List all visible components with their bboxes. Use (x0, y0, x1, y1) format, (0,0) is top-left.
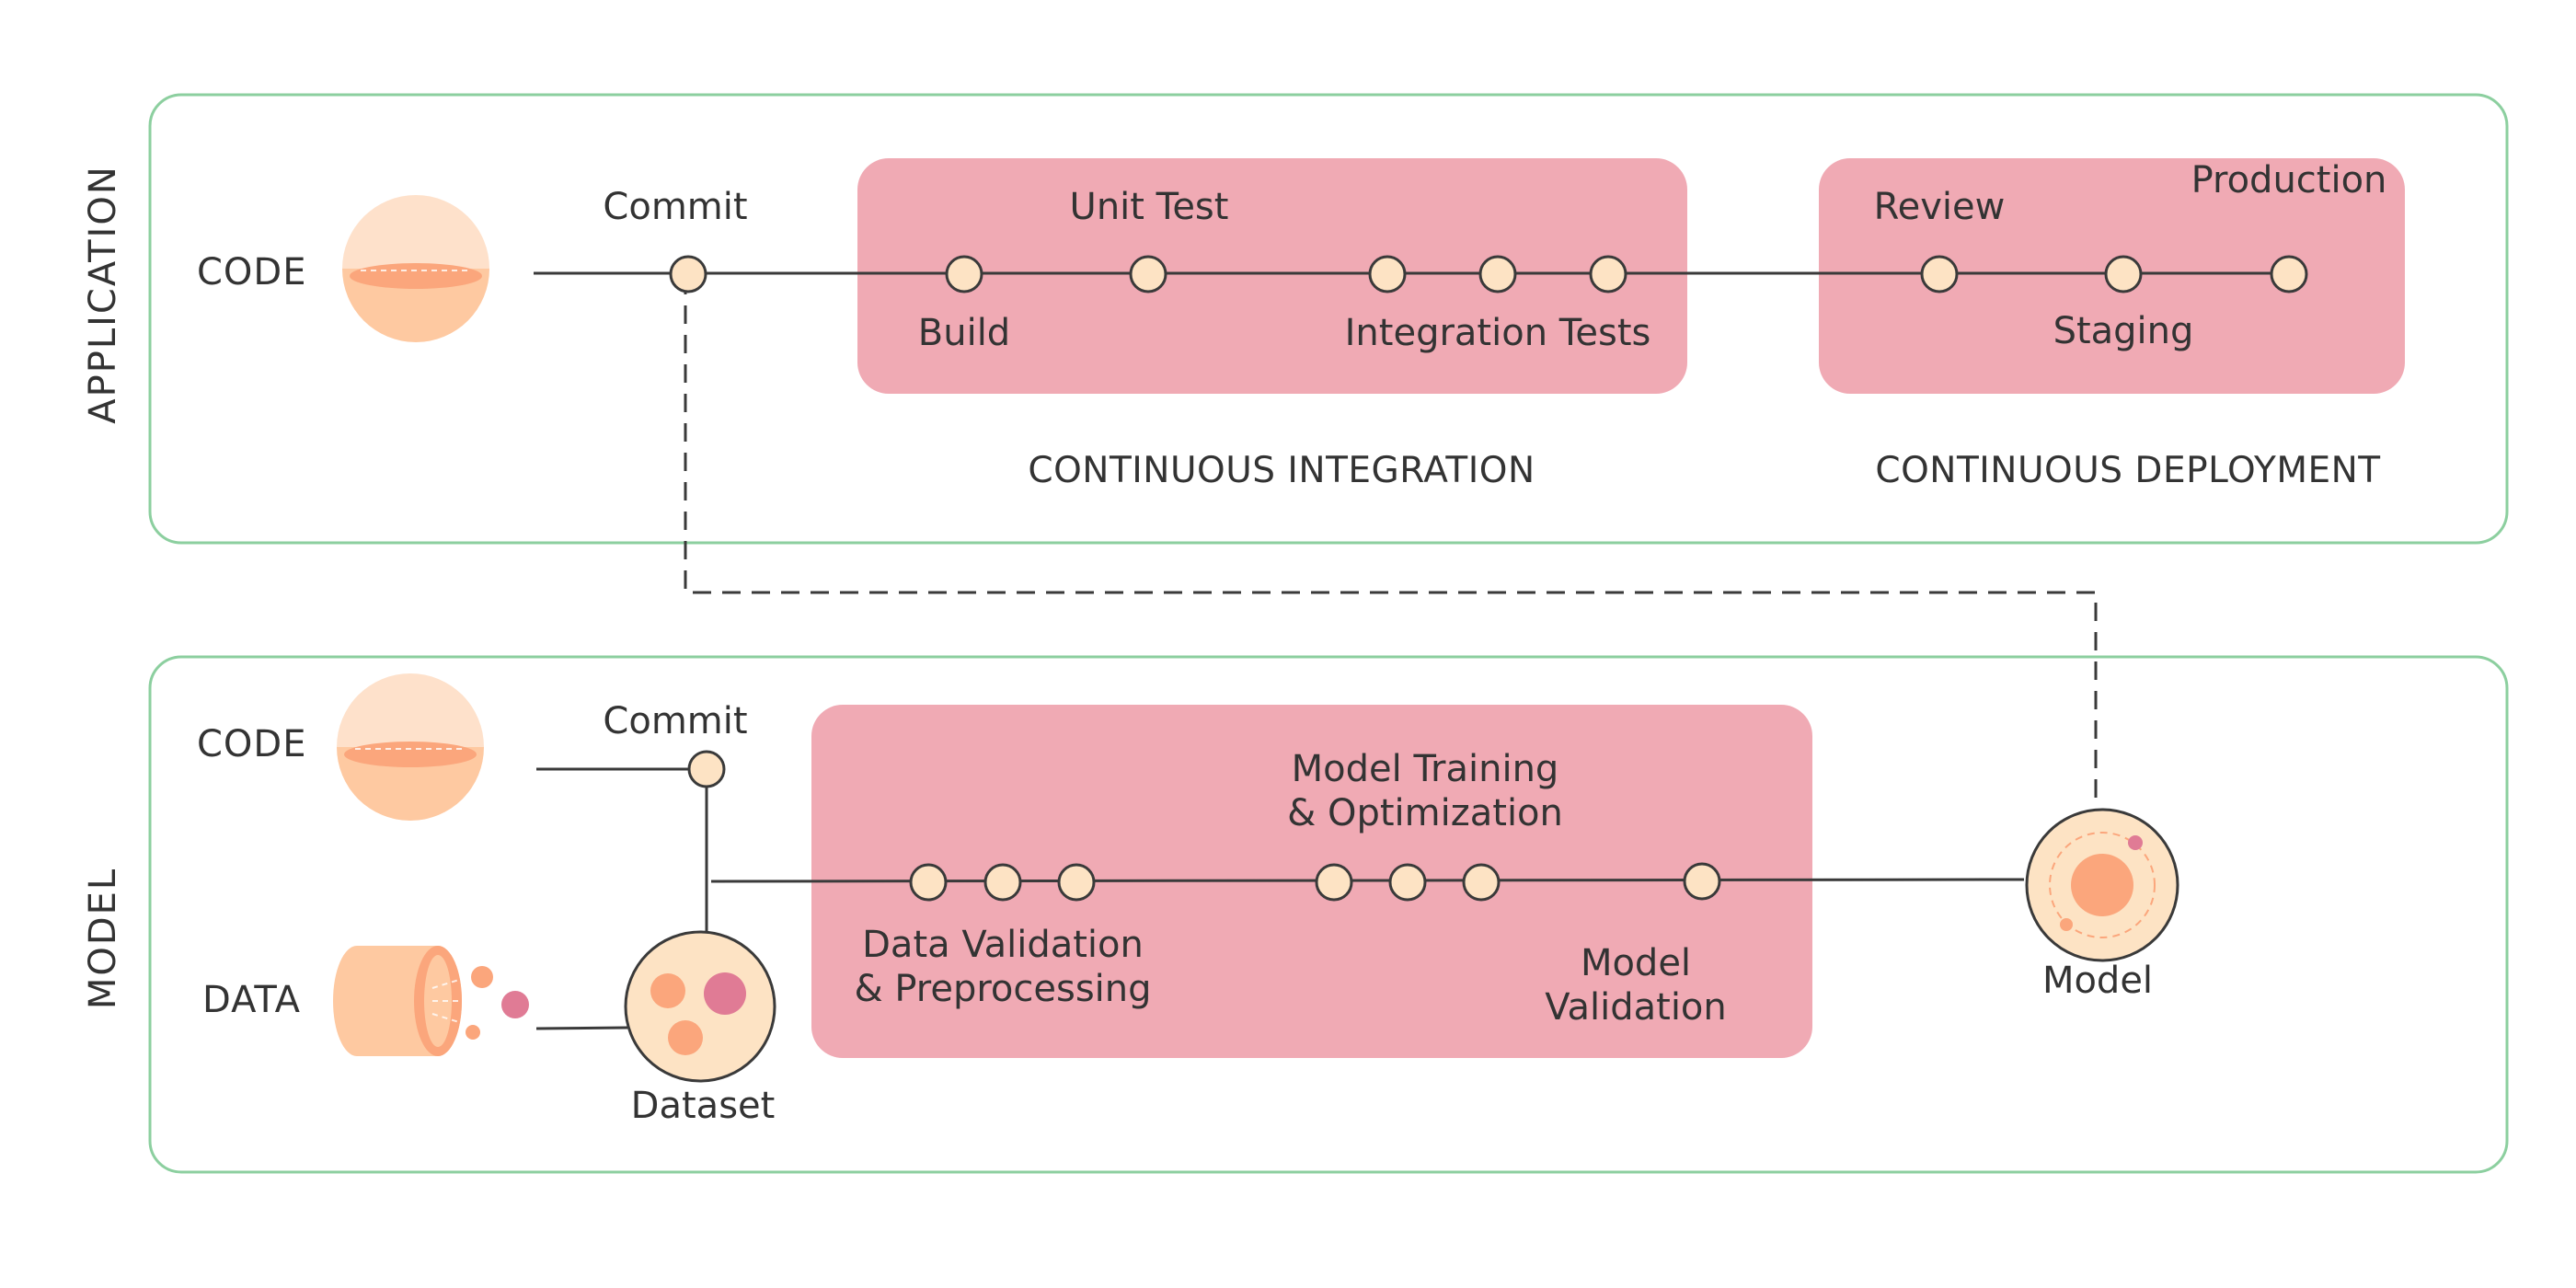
data-cylinder-icon (333, 946, 529, 1056)
data-validation-label: Data Validation & Preprocessing (854, 924, 1152, 1010)
model-stage-node-8 (1683, 862, 1721, 901)
model-icon (2025, 808, 2179, 962)
model-code-label: CODE (197, 723, 307, 765)
application-stage-node-6 (1589, 255, 1627, 293)
model-stage-node-4 (1057, 863, 1096, 902)
application-panel (148, 93, 2509, 545)
ci-stage-box (857, 158, 1687, 394)
model-stage-node-5 (1315, 863, 1353, 902)
application-section-label: APPLICATION (82, 165, 124, 424)
model-section-label: MODEL (82, 867, 124, 1010)
code-hemisphere-icon (342, 195, 489, 342)
build-label: Build (917, 312, 1011, 354)
model-stage-node-2 (909, 863, 948, 902)
application-stage-node-1 (669, 255, 707, 293)
model-stage-node-7 (1462, 863, 1501, 902)
model-stage-nodes (687, 750, 1721, 902)
model-training-label: Model Training & Optimization (1287, 748, 1563, 834)
application-stage-node-3 (1129, 255, 1167, 293)
production-label: Production (2191, 159, 2387, 201)
model-pipeline-line (710, 878, 2025, 883)
application-stage-node-7 (1920, 255, 1959, 293)
application-stage-node-9 (2270, 255, 2308, 293)
application-stage-node-5 (1478, 255, 1517, 293)
model-panel (148, 655, 2509, 1174)
application-commit-label: Commit (603, 186, 748, 228)
continuous-integration-caption: CONTINUOUS INTEGRATION (1028, 450, 1535, 491)
model-code-hemisphere-icon (337, 673, 484, 821)
model-commit-label: Commit (603, 700, 748, 742)
continuous-deployment-caption: CONTINUOUS DEPLOYMENT (1875, 450, 2381, 491)
dataset-label: Dataset (630, 1085, 776, 1127)
model-stage-node-3 (983, 863, 1022, 902)
application-stage-node-2 (945, 255, 983, 293)
model-stage-node-6 (1388, 863, 1427, 902)
model-stage-node-1 (687, 750, 726, 788)
review-label: Review (1873, 186, 2006, 228)
application-stage-node-8 (2104, 255, 2143, 293)
data-label: DATA (202, 979, 302, 1021)
application-stage-node-4 (1368, 255, 1407, 293)
unit-test-label: Unit Test (1069, 186, 1229, 228)
application-code-label: CODE (197, 251, 307, 293)
model-validation-label: Model Validation (1545, 942, 1727, 1029)
integration-tests-label: Integration Tests (1344, 312, 1651, 354)
model-output-label: Model (2041, 960, 2154, 1002)
dataset-icon (624, 930, 776, 1083)
model-data-line (535, 1026, 628, 1030)
application-stage-nodes (669, 255, 2308, 293)
commit-to-model-dashed-link (684, 276, 2098, 808)
staging-label: Staging (2053, 310, 2194, 352)
